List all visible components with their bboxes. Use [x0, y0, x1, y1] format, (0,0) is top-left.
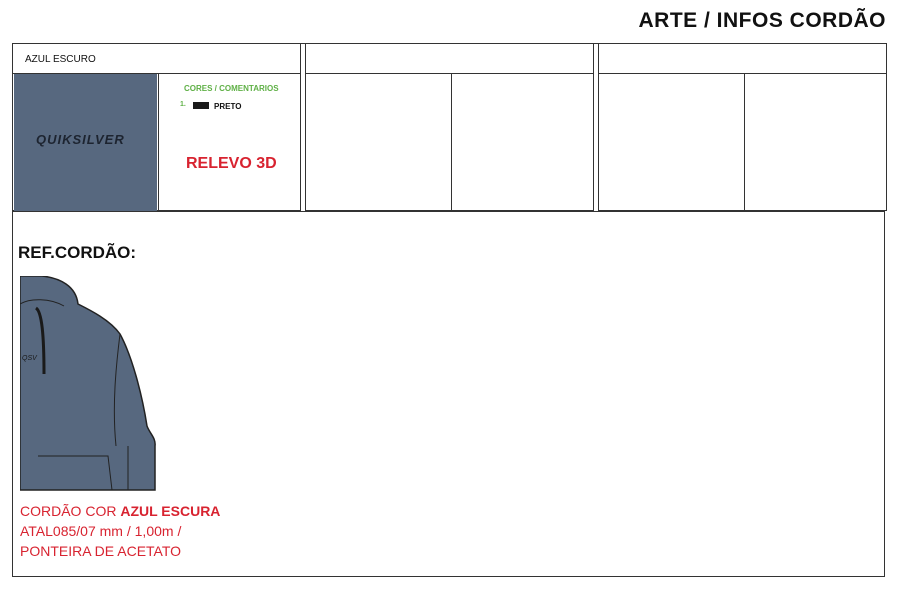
- cord-desc-prefix: CORDÃO COR: [20, 503, 121, 519]
- comments-cell: [158, 73, 301, 211]
- colorway2-header-cell: [305, 43, 594, 74]
- color-item-label: PRETO: [214, 102, 242, 111]
- cord-description-line2: ATAL085/07 mm / 1,00m /: [20, 523, 182, 539]
- svg-text:QSV: QSV: [22, 355, 38, 362]
- colorway3-header-cell: [598, 43, 887, 74]
- reference-title: REF.CORDÃO:: [18, 243, 137, 262]
- colorway3-swatch-cell: [598, 73, 745, 211]
- hoodie-illustration: QSV: [20, 276, 156, 491]
- relevo-note: RELEVO 3D: [186, 155, 277, 172]
- colorway2-comments-cell: [451, 73, 594, 211]
- cord-desc-color: AZUL ESCURA: [120, 503, 221, 519]
- color-swatch: [14, 74, 157, 211]
- colorway-name: AZUL ESCURO: [25, 54, 96, 65]
- color-chip: [193, 102, 209, 109]
- colorway2-swatch-cell: [305, 73, 452, 211]
- cord-description-line3: PONTEIRA DE ACETATO: [20, 543, 182, 559]
- cord-description-line1: CORDÃO COR AZUL ESCURA: [20, 503, 220, 519]
- page-title: ARTE / INFOS CORDÃO: [638, 9, 886, 32]
- color-item-number: 1.: [180, 101, 186, 108]
- cores-header: CORES / COMENTARIOS: [184, 84, 279, 93]
- brand-logo: QUIKSILVER: [36, 132, 125, 147]
- section-divider: [12, 211, 885, 212]
- colorway3-comments-cell: [744, 73, 887, 211]
